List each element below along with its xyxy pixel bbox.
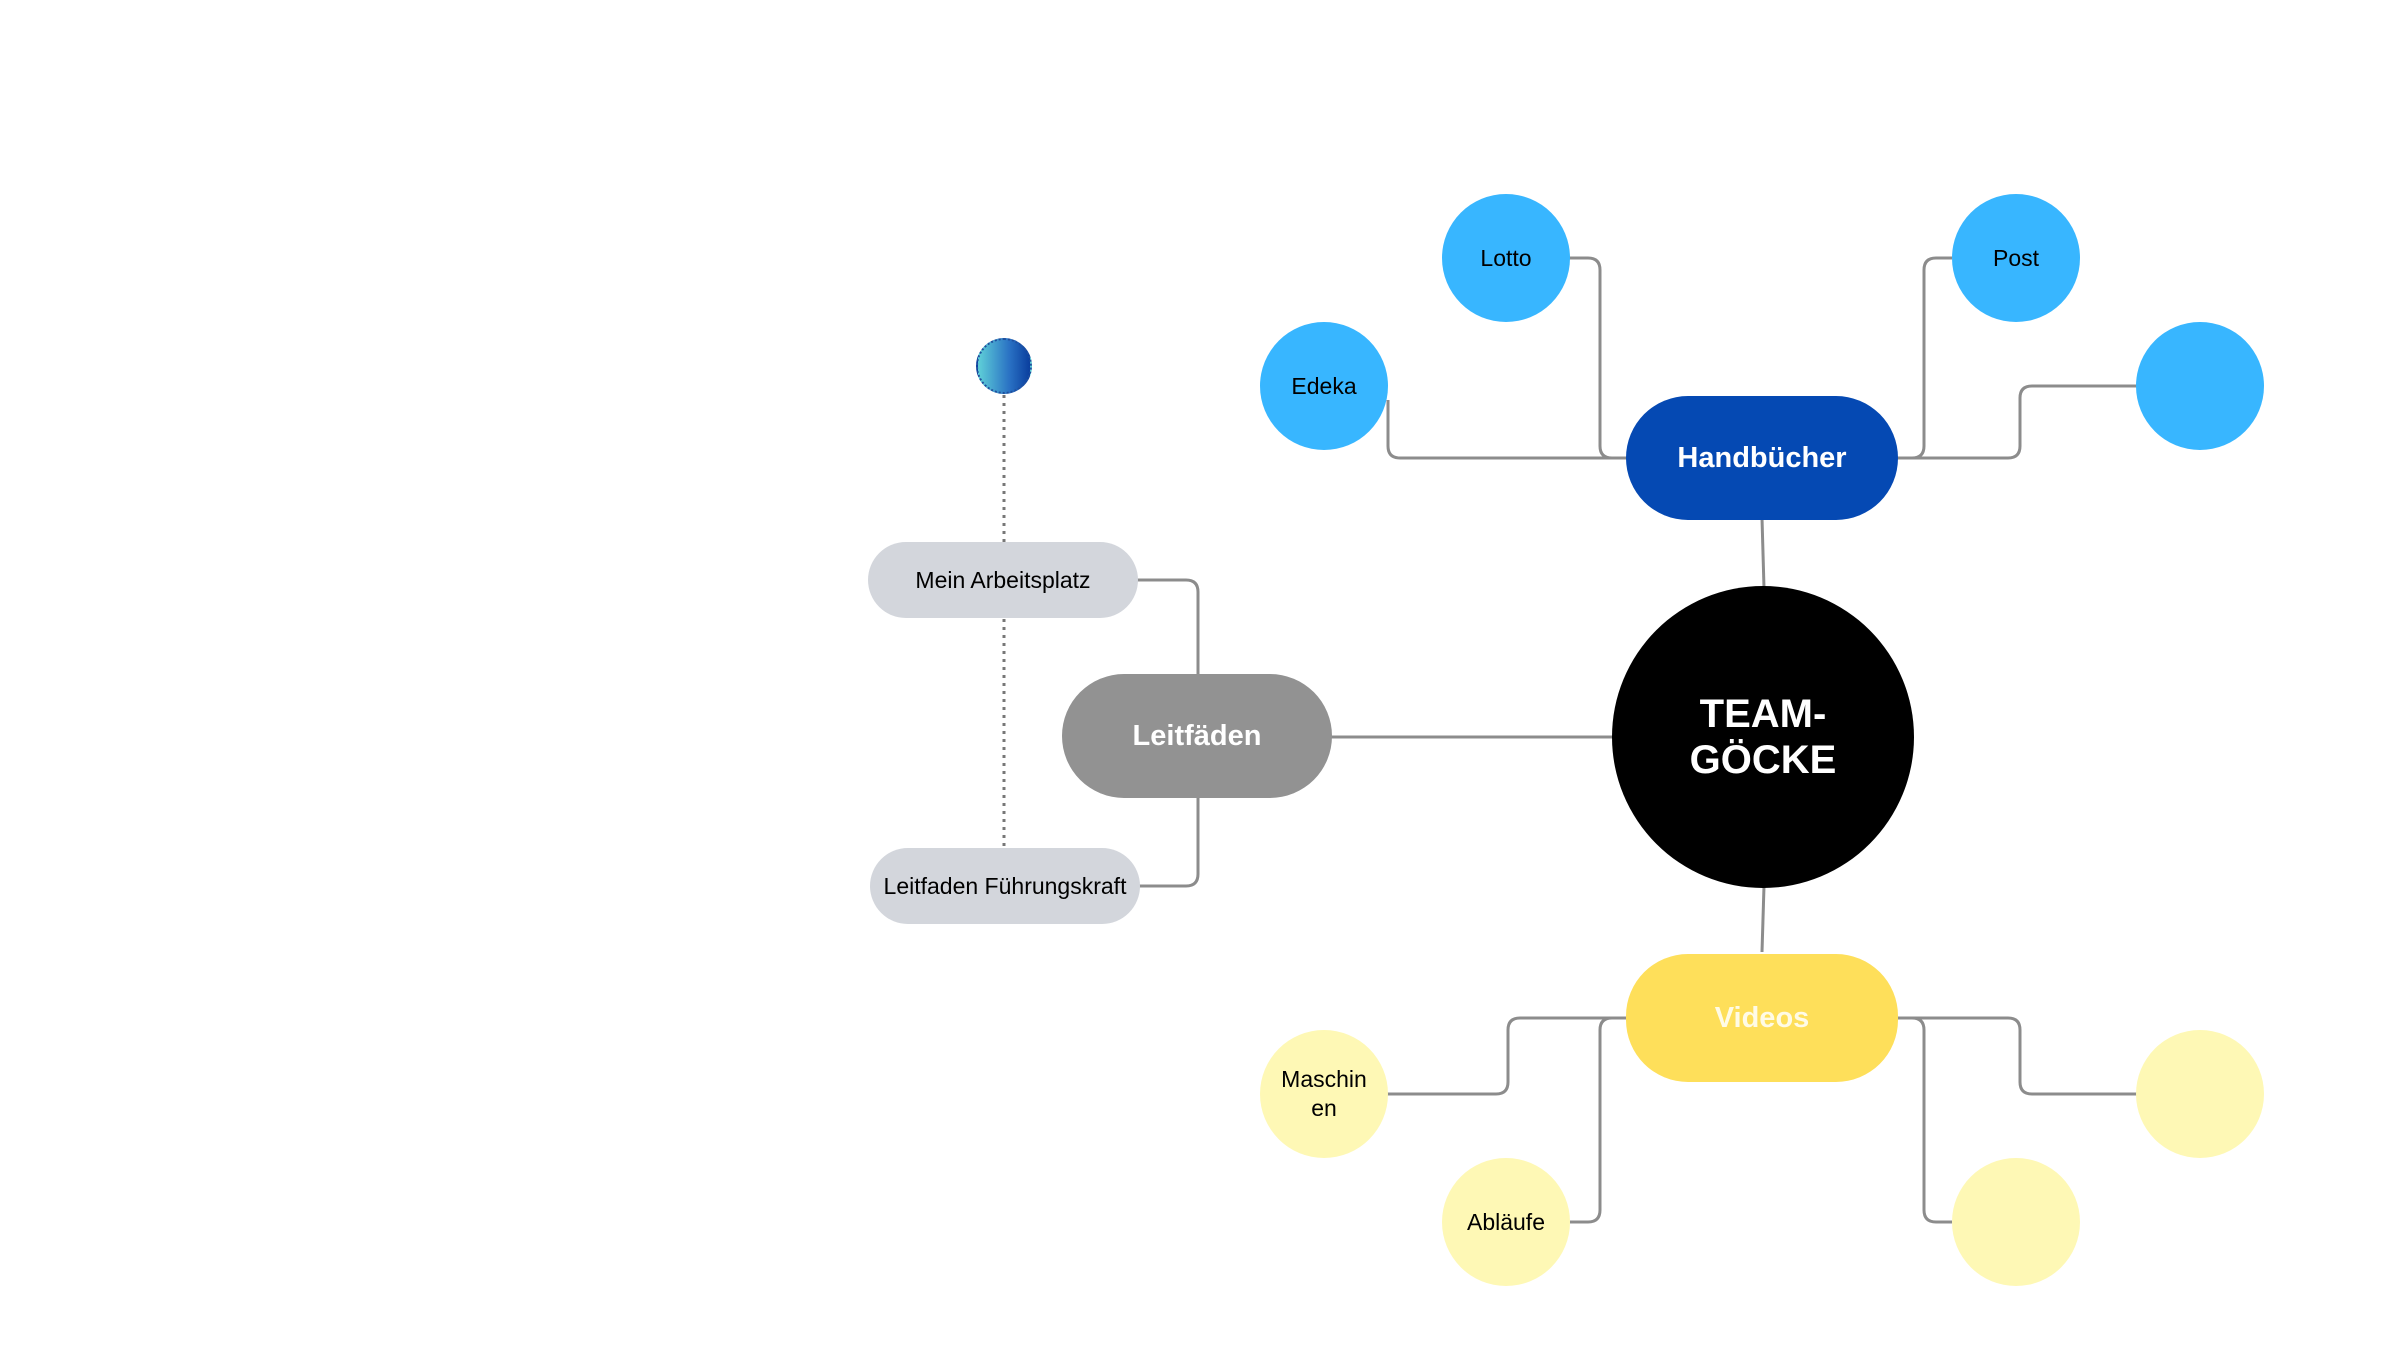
leaf-blank-blue[interactable] <box>2136 322 2264 450</box>
leaf-post-label: Post <box>1992 244 2040 271</box>
gradient-dot <box>976 338 1032 394</box>
leaf-leitfaden-fuehrungskraft-label: Leitfaden Führungskraft <box>883 872 1127 899</box>
link-post <box>1896 256 1952 460</box>
branch-handbuecher-label: Handbücher <box>1677 441 1847 474</box>
leaf-leitfaden-fuehrungskraft[interactable]: Leitfaden Führungskraft <box>870 848 1140 924</box>
leaf-post[interactable]: Post <box>1952 194 2080 322</box>
leaf-blank-yellow-1[interactable] <box>1952 1158 2080 1286</box>
leaf-lotto-label: Lotto <box>1480 244 1532 271</box>
leaf-lotto[interactable]: Lotto <box>1442 194 1570 322</box>
branch-leitfaeden-label: Leitfäden <box>1132 719 1262 752</box>
leaf-mein-arbeitsplatz-label: Mein Arbeitsplatz <box>915 566 1091 593</box>
leaf-edeka[interactable]: Edeka <box>1260 322 1388 450</box>
link-maschinen <box>1386 1016 1628 1096</box>
leaf-blank-yellow-2[interactable] <box>2136 1030 2264 1158</box>
leaf-maschinen-label: Maschinen <box>1281 1066 1367 1121</box>
link-mein-arbeitsplatz <box>1136 578 1200 676</box>
link-lotto <box>1568 256 1628 460</box>
link-ablaeufe <box>1570 1016 1628 1224</box>
link-center-handbuecher <box>1760 517 1766 589</box>
branch-leitfaeden[interactable]: Leitfäden <box>1062 674 1332 798</box>
link-blank-yellow-1 <box>1896 1016 1952 1224</box>
leaf-maschinen[interactable]: Maschinen <box>1260 1030 1388 1158</box>
leaf-mein-arbeitsplatz[interactable]: Mein Arbeitsplatz <box>868 542 1138 618</box>
leaf-ablaeufe[interactable]: Abläufe <box>1442 1158 1570 1286</box>
center-node[interactable]: TEAM- GÖCKE <box>1612 586 1914 888</box>
branch-videos[interactable]: Videos <box>1626 954 1898 1082</box>
center-node-label: TEAM- GÖCKE <box>1689 692 1837 782</box>
link-blank-blue <box>1896 384 2138 460</box>
link-leitfaden-fuehrungskraft <box>1138 798 1200 888</box>
link-edeka <box>1386 400 1628 460</box>
link-center-videos <box>1760 885 1766 953</box>
branch-videos-label: Videos <box>1714 1001 1810 1034</box>
branch-handbuecher[interactable]: Handbücher <box>1626 396 1898 520</box>
leaf-ablaeufe-label: Abläufe <box>1466 1208 1545 1235</box>
leaf-edeka-label: Edeka <box>1291 372 1357 399</box>
link-blank-yellow-2 <box>1896 1016 2138 1096</box>
